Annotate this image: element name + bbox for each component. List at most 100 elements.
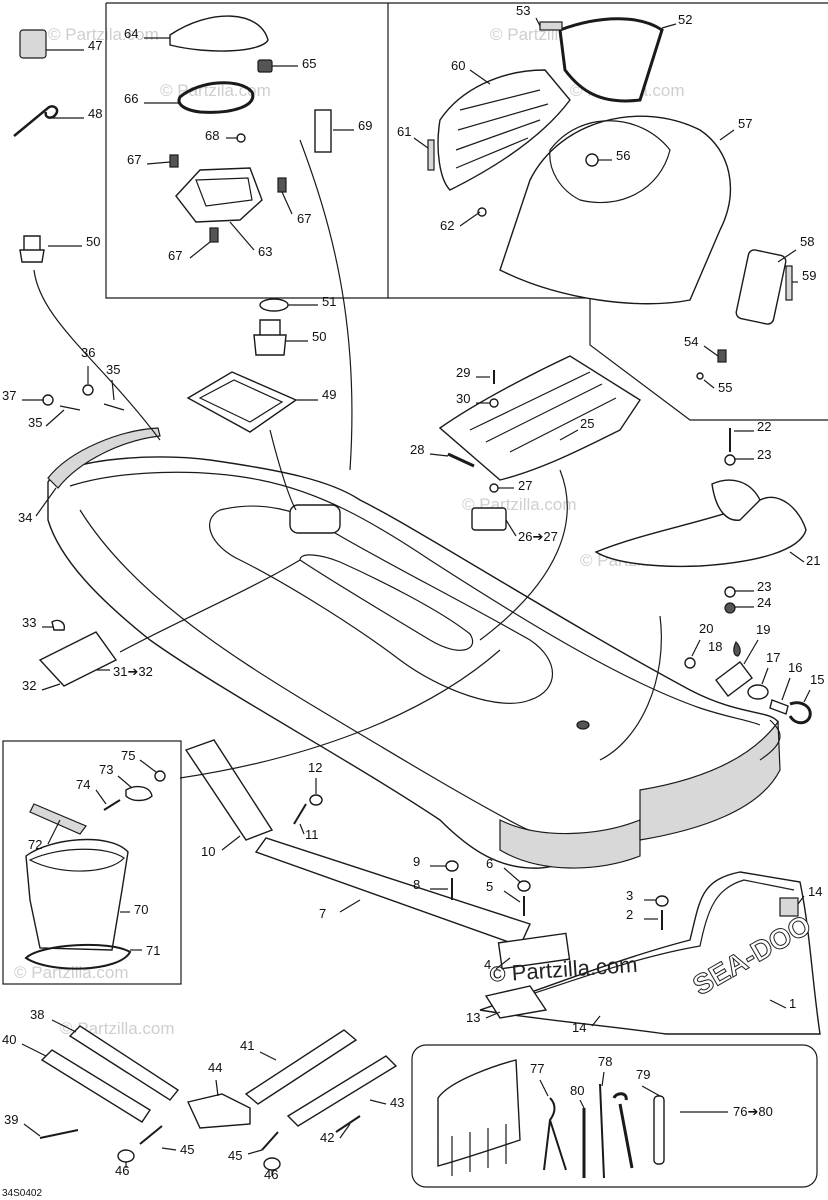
- tool-kit-inset-frame: [411, 1044, 818, 1188]
- callout-label: 30: [456, 391, 470, 406]
- callout-label: 37: [2, 388, 16, 403]
- callout-label: 46: [264, 1167, 278, 1182]
- drop-18: [733, 640, 741, 657]
- cap-56: [585, 153, 599, 167]
- pliers-77: [543, 1097, 567, 1171]
- rivet-74: [103, 799, 121, 811]
- washer-16: [769, 699, 789, 715]
- callout-label: 9: [413, 854, 420, 869]
- callout-label: 71: [146, 943, 160, 958]
- screw-45a: [139, 1125, 163, 1145]
- bracket-17: [747, 684, 769, 700]
- callout-label: 78: [598, 1054, 612, 1069]
- vent-grille-60: [437, 69, 571, 191]
- callout-label: 53: [516, 3, 530, 18]
- callout-label: 21: [806, 553, 820, 568]
- cap-3: [655, 895, 669, 907]
- seat-pocket: [299, 554, 474, 651]
- screw-11: [293, 803, 307, 825]
- nut-36: [82, 384, 94, 396]
- callout-label: 10: [201, 844, 215, 859]
- strip-10: [184, 739, 274, 841]
- callout-label: 67: [168, 248, 182, 263]
- callout-label: 11: [305, 827, 319, 842]
- callout-label: 44: [208, 1060, 222, 1075]
- leader-lines: [21, 17, 811, 1176]
- washer-30: [489, 398, 499, 408]
- tool-pouch: [437, 1059, 521, 1167]
- callout-label: 80: [570, 1083, 584, 1098]
- mat-1-border: [499, 879, 795, 1005]
- bolt-35a: [59, 405, 81, 411]
- rail-40: [40, 1049, 151, 1123]
- block-26: [471, 507, 507, 531]
- callout-label: 13: [466, 1010, 480, 1025]
- callout-label: 24: [757, 595, 771, 610]
- callout-label: 34: [18, 510, 32, 525]
- screw-42: [335, 1115, 361, 1133]
- screw-68: [236, 133, 246, 143]
- cap-46a: [117, 1149, 135, 1163]
- callout-label: 28: [410, 442, 424, 457]
- callout-label: 66: [124, 91, 138, 106]
- callout-label: 77: [530, 1061, 544, 1076]
- callout-label: 52: [678, 12, 692, 27]
- callout-label: 72: [28, 837, 42, 852]
- callout-label: 26➔27: [518, 529, 558, 544]
- cap-51: [259, 298, 289, 312]
- glove-box-rim: [28, 848, 125, 872]
- callout-label: 27: [518, 478, 532, 493]
- callout-label: 35: [106, 362, 120, 377]
- screw-37: [42, 394, 54, 406]
- callout-label: 31➔32: [113, 664, 153, 679]
- clip-65: [257, 59, 273, 73]
- glove-box-70: [25, 838, 129, 951]
- callout-label: 50: [86, 234, 100, 249]
- hull-center-hatch: [289, 504, 341, 534]
- callout-label: 25: [580, 416, 594, 431]
- callout-label: 14: [808, 884, 822, 899]
- bolt-35b: [103, 403, 125, 411]
- callout-label: 57: [738, 116, 752, 131]
- vent-58: [735, 249, 787, 325]
- plate-49: [186, 371, 298, 433]
- callout-label: 67: [127, 152, 141, 167]
- handle-21-grip: [711, 479, 761, 521]
- mid-parts: [38, 298, 812, 725]
- callout-label: 55: [718, 380, 732, 395]
- callout-label: 69: [358, 118, 372, 133]
- tow-eye-15: [788, 701, 812, 725]
- callout-label: 68: [205, 128, 219, 143]
- callout-label: 59: [802, 268, 816, 283]
- callout-label: 54: [684, 334, 698, 349]
- callout-label: 42: [320, 1130, 334, 1145]
- storage-bin-parts: [13, 15, 332, 263]
- callout-label: 62: [440, 218, 454, 233]
- callout-label: 45: [180, 1142, 194, 1157]
- callout-label: 3: [626, 888, 633, 903]
- callout-label: 1: [789, 996, 796, 1011]
- wrench-79: [653, 1095, 665, 1165]
- callout-label: 5: [486, 879, 493, 894]
- callout-label: 18: [708, 639, 722, 654]
- callout-label: 23: [757, 447, 771, 462]
- clip-54: [717, 349, 727, 363]
- callout-label: 46: [115, 1163, 129, 1178]
- tool-kit-parts: [437, 1059, 665, 1179]
- hull-lower-side: [499, 819, 641, 869]
- callout-label: 20: [699, 621, 713, 636]
- callout-label: 40: [2, 1032, 16, 1047]
- callout-label: 35: [28, 415, 42, 430]
- hull-assembly: [47, 456, 781, 869]
- handle-21: [594, 496, 807, 568]
- plate-49-inner: [198, 379, 284, 423]
- seal-7: [254, 837, 531, 947]
- gasket-52: [558, 17, 664, 103]
- callout-label: 45: [228, 1148, 242, 1163]
- latch-33: [51, 619, 66, 631]
- gasket-71: [24, 943, 132, 970]
- cover-31: [38, 631, 118, 687]
- rail-38: [68, 1025, 180, 1101]
